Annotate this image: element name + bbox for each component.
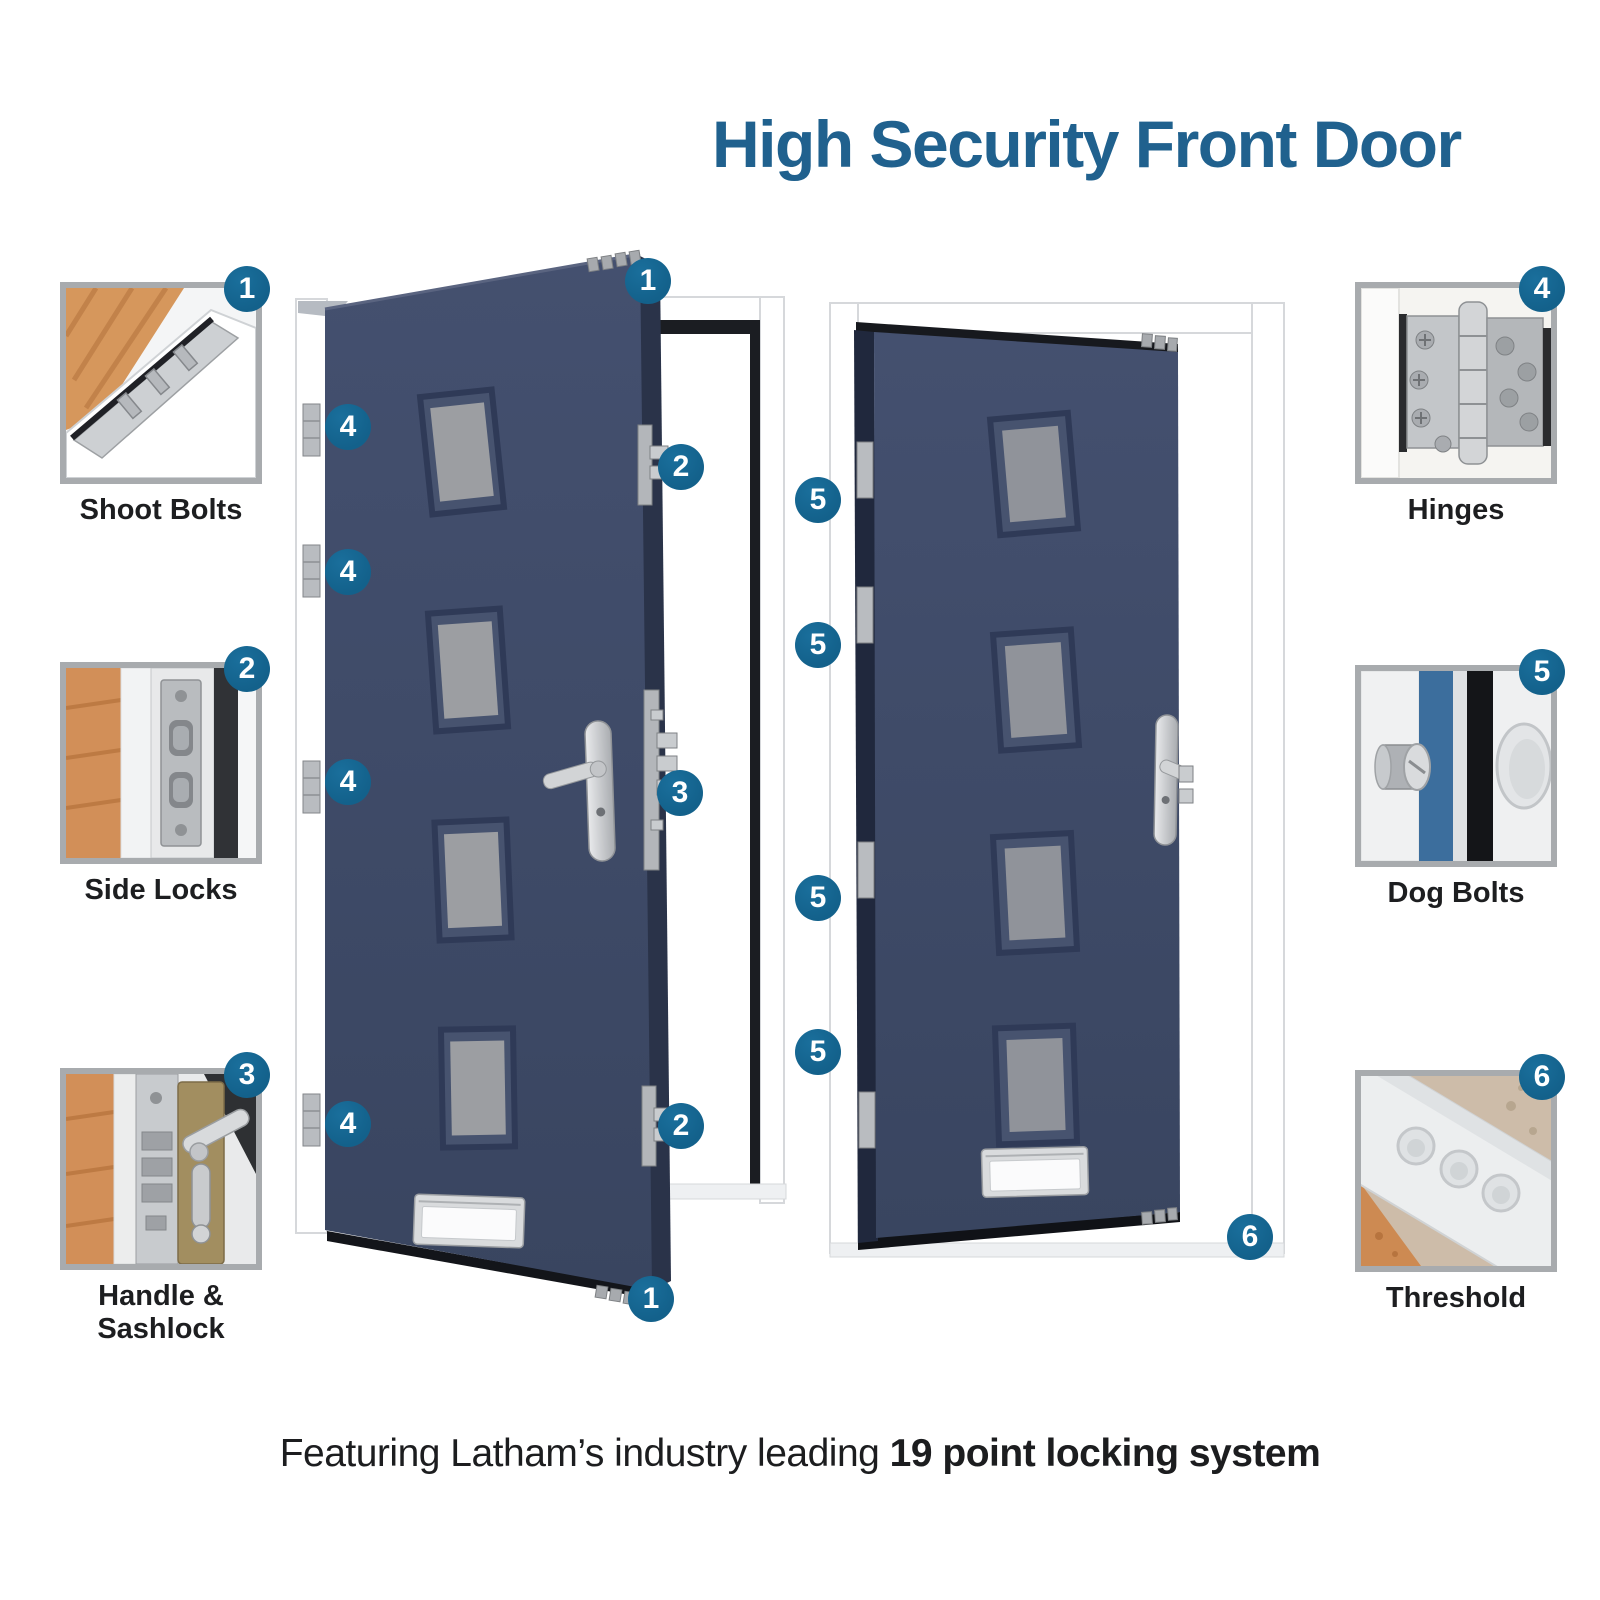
door-window [989, 626, 1083, 754]
shoot-bolts-top [586, 249, 642, 273]
door-handle [1153, 714, 1188, 846]
thumbnail-label: Threshold [1385, 1282, 1527, 1314]
left-door-assembly [295, 249, 787, 1306]
shoot-bolts-top [1140, 333, 1178, 352]
footer-tagline: Featuring Latham’s industry leading 19 p… [0, 1432, 1600, 1476]
threshold-illustration [1361, 1076, 1551, 1266]
thumbnail-side-locks: 2 Side Locks [60, 646, 270, 907]
door-hinges [302, 403, 321, 1147]
left-frame-lock-jamb [759, 296, 785, 1204]
callout-badge: 2 [658, 1103, 704, 1149]
thumbnail-shoot-bolts: 1 Shoot Bolts [60, 266, 270, 527]
right-frame-sill [829, 1242, 1285, 1258]
callout-badge: 3 [657, 770, 703, 816]
dog-bolts-image: 5 [1355, 649, 1565, 867]
callout-badge: 2 [658, 444, 704, 490]
thumbnail-label: Handle & Sashlock [97, 1280, 225, 1346]
thumbnail-badge: 4 [1519, 266, 1565, 312]
page-title: High Security Front Door [712, 107, 1462, 181]
hinges-illustration [1361, 288, 1551, 478]
door-window [431, 816, 515, 944]
callout-badge: 4 [325, 1101, 371, 1147]
door-window [437, 1025, 519, 1151]
thumbnail-badge: 6 [1519, 1054, 1565, 1100]
footer-text: Featuring Latham’s industry leading [279, 1432, 890, 1475]
callout-badge: 5 [795, 622, 841, 668]
left-door-bottom-shadow [327, 1231, 652, 1299]
left-frame-side-seal [750, 320, 760, 1188]
callout-badge: 1 [628, 1276, 674, 1322]
door-window [424, 605, 512, 735]
shoot-bolts-image: 1 [60, 266, 270, 484]
door-window [986, 409, 1082, 539]
thumbnail-threshold: 6 Threshold [1355, 1054, 1565, 1315]
callout-badge: 1 [625, 258, 671, 304]
handle-sashlock-illustration [66, 1074, 256, 1264]
thumbnail-badge: 1 [224, 266, 270, 312]
thumbnail-label: Shoot Bolts [79, 494, 243, 526]
thumbnail-dog-bolts: 5 Dog Bolts [1355, 649, 1565, 910]
right-frame-hinge-jamb [829, 302, 859, 1254]
side-locks-illustration [66, 668, 256, 858]
thumbnail-handle-sashlock: 3 Handle & Sashlock [60, 1052, 270, 1346]
dog-bolts [856, 441, 876, 1149]
thumbnail-hinges: 4 Hinges [1355, 266, 1565, 527]
right-frame-lock-jamb [1251, 302, 1285, 1254]
thumbnail-label: Side Locks [84, 874, 238, 906]
thumbnail-label: Hinges [1407, 494, 1505, 526]
callout-badge: 5 [795, 1029, 841, 1075]
callout-badge: 4 [325, 404, 371, 450]
thumbnail-label: Dog Bolts [1387, 877, 1525, 909]
callout-badge: 5 [795, 875, 841, 921]
right-door-assembly [829, 302, 1285, 1258]
letterbox [980, 1145, 1090, 1198]
right-door-edge-face [854, 330, 878, 1243]
right-door-bottom-shadow [858, 1212, 1180, 1250]
shoot-bolts-bottom [1141, 1207, 1178, 1225]
footer-highlight: 19 point locking system [889, 1432, 1321, 1475]
keyhole [596, 807, 606, 817]
callout-badge: 5 [795, 477, 841, 523]
left-door-face [325, 254, 652, 1290]
dog-bolts-illustration [1361, 671, 1551, 861]
thumbnail-badge: 5 [1519, 649, 1565, 695]
thumbnail-badge: 3 [224, 1052, 270, 1098]
thumbnail-badge: 2 [224, 646, 270, 692]
door-window [416, 386, 508, 518]
callout-badge: 4 [325, 549, 371, 595]
door-handle [542, 720, 616, 862]
door-window [991, 1022, 1081, 1148]
hinge-knuckle-lines [303, 420, 320, 1129]
letterbox [412, 1193, 526, 1249]
handle-sashlock-image: 3 [60, 1052, 270, 1270]
callout-badge: 6 [1227, 1214, 1273, 1260]
left-frame-top-seal [646, 320, 758, 334]
hinges-image: 4 [1355, 266, 1565, 484]
side-locks-image: 2 [60, 646, 270, 864]
lock-tabs [1178, 765, 1194, 804]
threshold-image: 6 [1355, 1054, 1565, 1272]
callout-badge: 4 [325, 759, 371, 805]
shoot-bolts-illustration [66, 288, 256, 478]
door-window [989, 829, 1081, 957]
right-door-face [874, 332, 1180, 1238]
